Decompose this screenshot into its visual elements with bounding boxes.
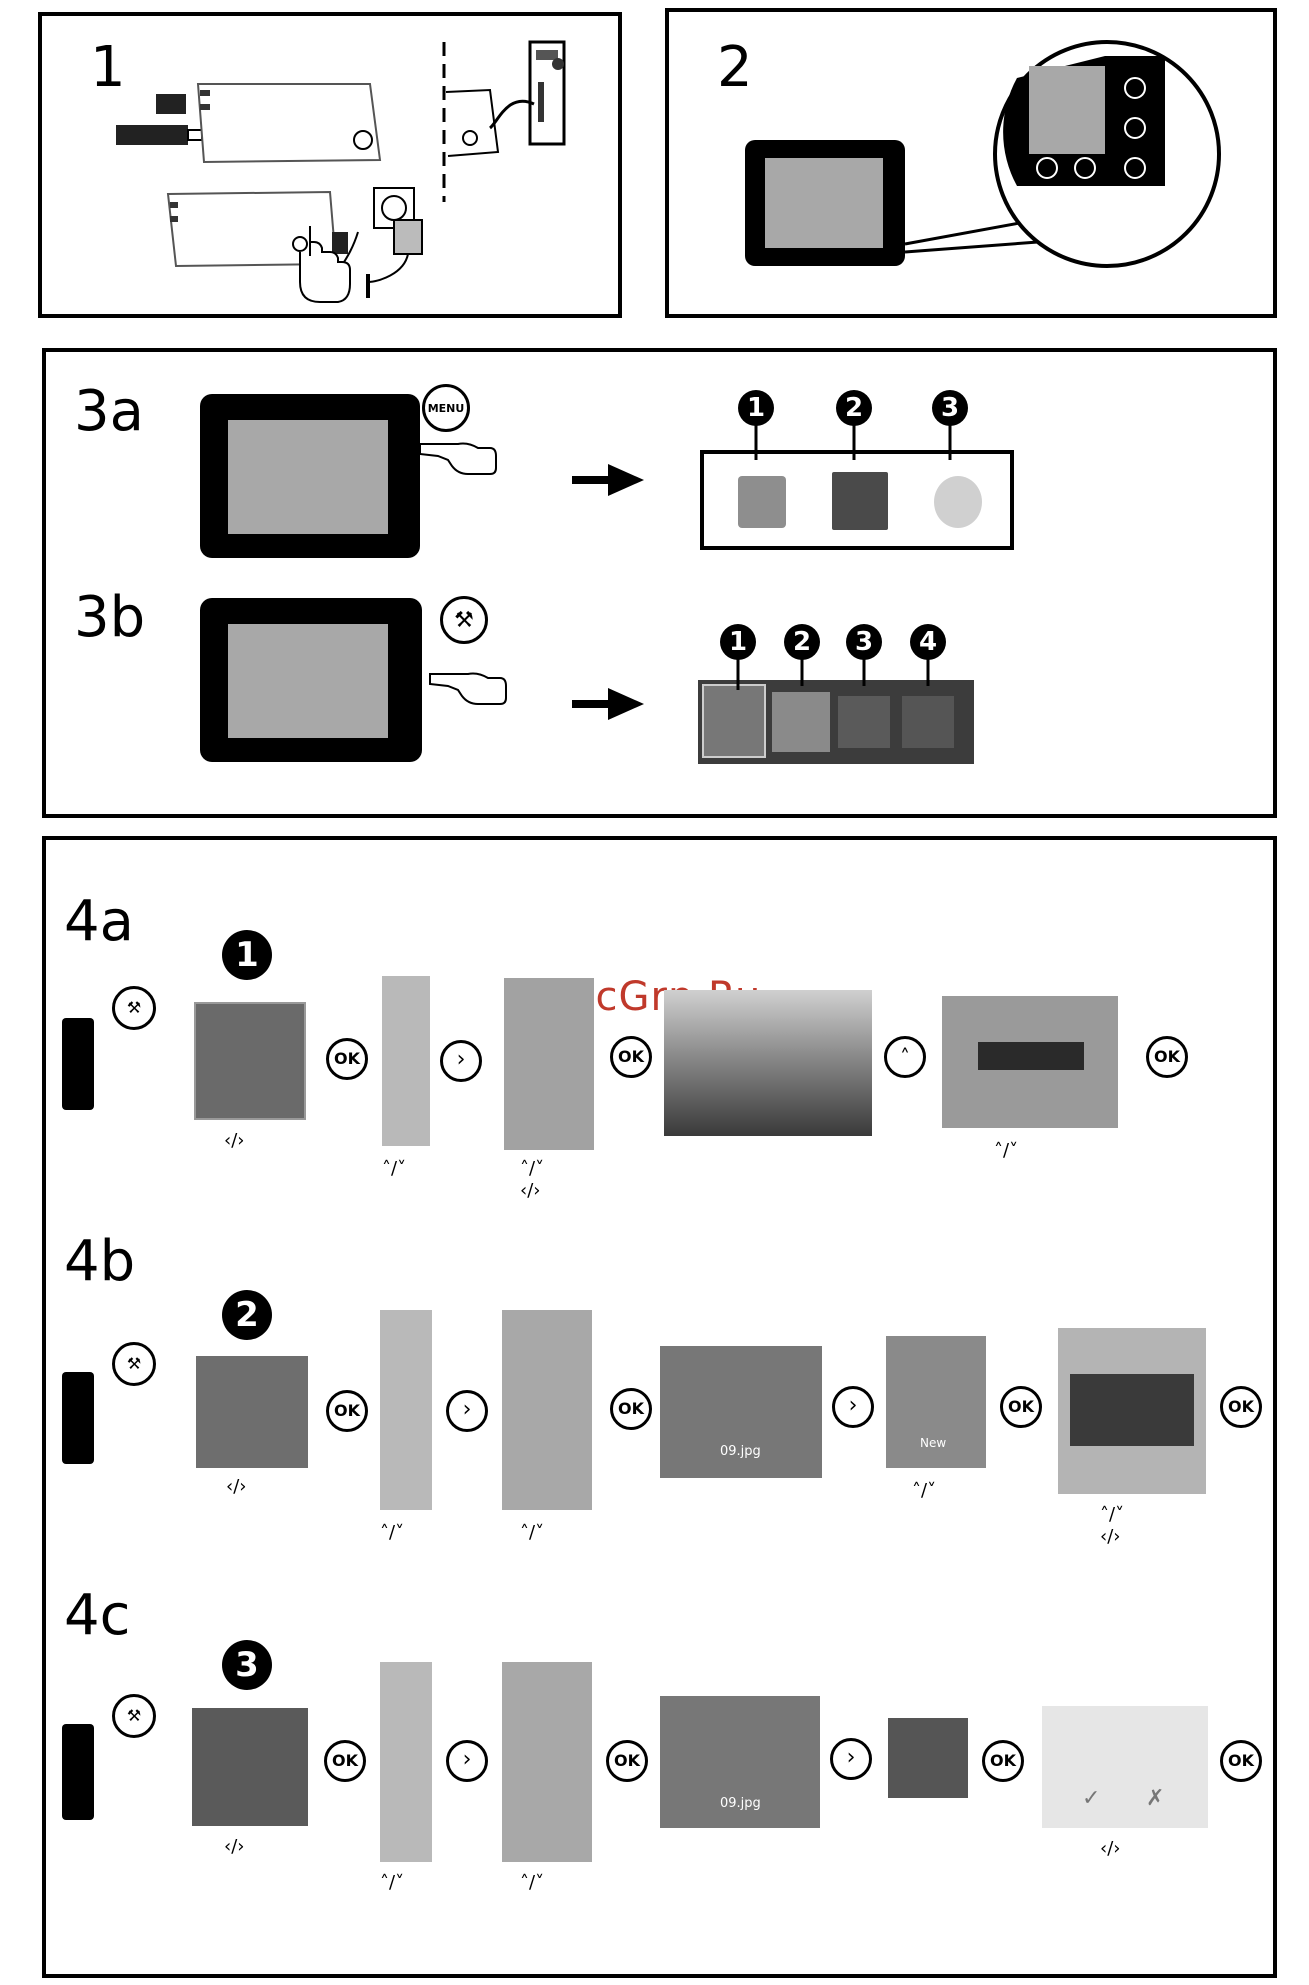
new-label: New [920, 1436, 946, 1450]
confirm-check-icon: ✓ [1082, 1786, 1100, 1811]
pointing-hand-icon [428, 660, 508, 706]
tools-icon: ⚒ [454, 608, 474, 633]
callout-3: 3 [222, 1640, 272, 1690]
nav-hint-ud: ˄/˅ [380, 1522, 404, 1543]
arrow-right-icon [572, 464, 644, 496]
callout-1: 1 [720, 624, 756, 660]
ok-button[interactable]: OK [1220, 1740, 1262, 1782]
filename-label: 09.jpg [720, 1796, 761, 1811]
nav-hint-ud: ˄/˅ [520, 1522, 544, 1543]
strip-item-edit[interactable] [772, 692, 830, 752]
photo-frame-3a [200, 394, 420, 558]
ok-button[interactable]: OK [1000, 1386, 1042, 1428]
menu-thumb-slideshow [194, 1002, 306, 1120]
ok-button[interactable]: OK [1220, 1386, 1262, 1428]
frame-screen [228, 420, 388, 534]
callout-3: 3 [846, 624, 882, 660]
photo-with-toolbar [942, 996, 1118, 1128]
connection-illustration [38, 12, 622, 318]
new-album-thumb: New [886, 1336, 986, 1468]
ok-button[interactable]: OK [1146, 1036, 1188, 1078]
settings-button[interactable]: ⚒ [112, 986, 156, 1030]
step-3a-label: 3a [74, 384, 144, 440]
strip-item-settings[interactable] [902, 696, 954, 748]
ok-button[interactable]: OK [324, 1740, 366, 1782]
button-zoom-illustration [665, 8, 1277, 318]
nav-hint-ud: ˄/˅ [380, 1872, 404, 1893]
photo-frame-3b [200, 598, 422, 762]
callout-leaders-3b [698, 656, 974, 696]
menu-button-label: MENU [428, 402, 465, 415]
nav-hint-ud: ˄/˅ [994, 1140, 1018, 1161]
nav-hint-lr: ‹/› [226, 1476, 246, 1497]
menu-button[interactable]: MENU [422, 384, 470, 432]
grid-thumb [502, 1662, 592, 1862]
step-4c-label: 4c [64, 1588, 130, 1644]
step-3b-label: 3b [74, 590, 145, 646]
menu-thumb-delete [192, 1708, 308, 1826]
confirm-dialog-thumb: ✓ ✗ [1042, 1706, 1208, 1828]
arrow-right-icon [572, 688, 644, 720]
ok-button[interactable]: OK [326, 1390, 368, 1432]
settings-button[interactable]: ⚒ [112, 1694, 156, 1738]
callout-4: 4 [910, 624, 946, 660]
ok-button[interactable]: OK [982, 1740, 1024, 1782]
photo-delete-preview: 09.jpg [660, 1696, 820, 1828]
frame-screen [228, 624, 388, 738]
onscreen-keyboard [1070, 1374, 1194, 1446]
frame-edge [62, 1724, 94, 1820]
list-thumb [380, 1310, 432, 1510]
list-thumb [380, 1662, 432, 1862]
nav-hint-ud: ˄/˅ [382, 1158, 406, 1179]
playback-toolbar [978, 1042, 1084, 1070]
callout-2: 2 [222, 1290, 272, 1340]
right-button[interactable]: › [832, 1386, 874, 1428]
menu-music-icon[interactable] [934, 476, 982, 528]
strip-item-delete[interactable] [838, 696, 890, 748]
nav-hint-lr: ‹/› [1100, 1526, 1120, 1547]
ok-button[interactable]: OK [610, 1036, 652, 1078]
confirm-cross-icon: ✗ [1146, 1786, 1164, 1811]
keyboard-screen [1058, 1328, 1206, 1494]
nav-hint-lr: ‹/› [224, 1130, 244, 1151]
grid-thumb [502, 1310, 592, 1510]
main-menu-3a [700, 450, 1014, 550]
nav-hint-ud: ˄/˅ [912, 1480, 936, 1501]
step-4b-label: 4b [64, 1234, 135, 1290]
right-button[interactable]: › [446, 1390, 488, 1432]
photo-edit-preview: 09.jpg [660, 1346, 822, 1478]
settings-button[interactable]: ⚒ [440, 596, 488, 644]
right-button[interactable]: › [830, 1738, 872, 1780]
ok-button[interactable]: OK [610, 1388, 652, 1430]
nav-hint-lr: ‹/› [520, 1180, 540, 1201]
photo-landscape [664, 990, 872, 1136]
ok-button[interactable]: OK [326, 1038, 368, 1080]
trash-thumb [888, 1718, 968, 1798]
right-button[interactable]: › [440, 1040, 482, 1082]
nav-hint-lr: ‹/› [224, 1836, 244, 1857]
step-4a-label: 4a [64, 894, 134, 950]
grid-thumb [504, 978, 594, 1150]
menu-video-icon[interactable] [832, 472, 888, 530]
nav-hint-lr: ‹/› [1100, 1838, 1120, 1859]
callout-1: 1 [222, 930, 272, 980]
pointing-hand-icon [418, 430, 498, 476]
up-button[interactable]: ˄ [884, 1036, 926, 1078]
callout-leaders-3a [700, 420, 1020, 460]
settings-button[interactable]: ⚒ [112, 1342, 156, 1386]
frame-edge [62, 1372, 94, 1464]
nav-hint-ud: ˄/˅ [1100, 1504, 1124, 1525]
nav-hint-ud: ˄/˅ [520, 1158, 544, 1179]
callout-2: 2 [784, 624, 820, 660]
frame-edge [62, 1018, 94, 1110]
nav-hint-ud: ˄/˅ [520, 1872, 544, 1893]
ok-button[interactable]: OK [606, 1740, 648, 1782]
menu-photo-icon[interactable] [738, 476, 786, 528]
filename-label: 09.jpg [720, 1444, 761, 1459]
list-thumb [382, 976, 430, 1146]
right-button[interactable]: › [446, 1740, 488, 1782]
menu-thumb-edit [196, 1356, 308, 1468]
